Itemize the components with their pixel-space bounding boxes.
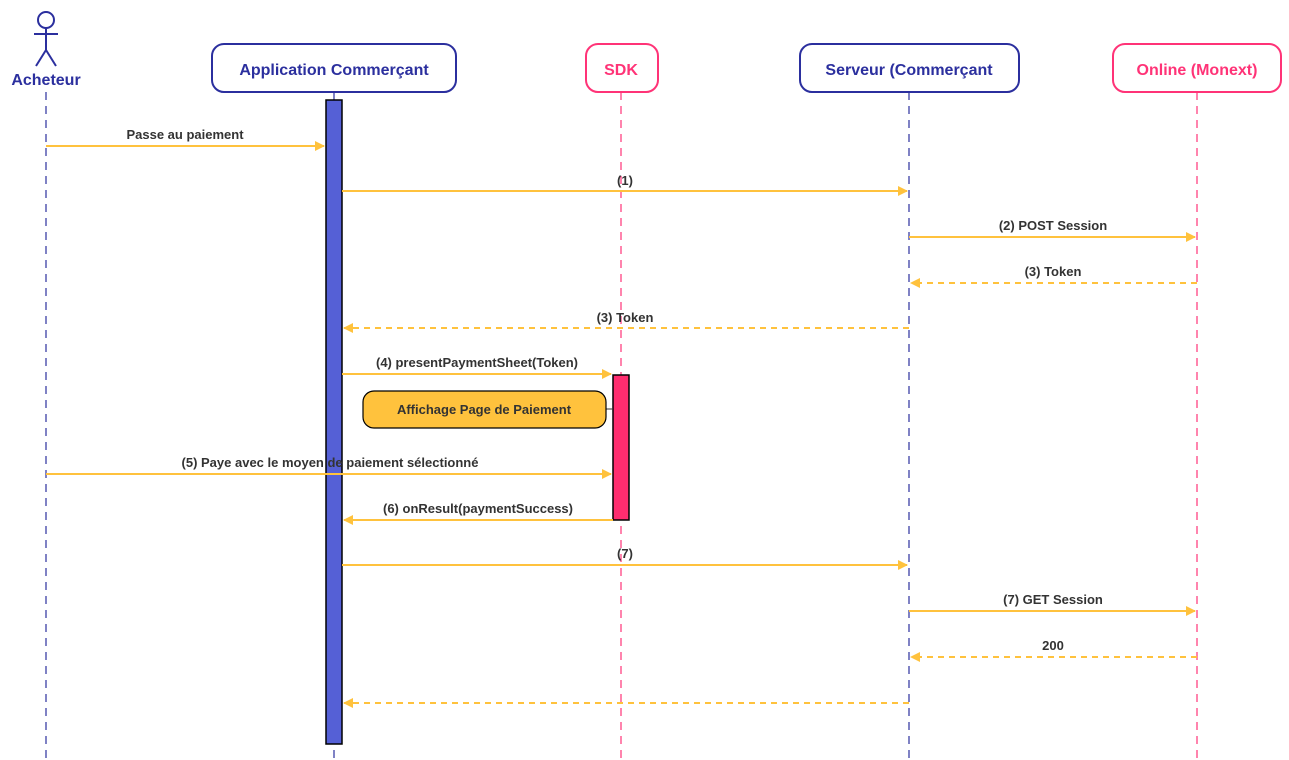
participant-sdk: SDK [585,43,659,93]
message-present-payment-sheet: (4) presentPaymentSheet(Token) [342,355,612,379]
message-label: 200 [1042,638,1064,653]
message-label: Passe au paiement [126,127,244,142]
message-label: (6) onResult(paymentSuccess) [383,501,573,516]
actor-label: Acheteur [11,72,80,89]
participant-server-label: Serveur (Commerçant [825,62,993,79]
participant-app: Application Commerçant [211,43,457,93]
message-label: (3) Token [1025,264,1082,279]
actor-acheteur: Acheteur [11,11,81,89]
participant-sdk-label: SDK [604,62,638,79]
message-label: (1) [617,173,633,188]
message-post-session: (2) POST Session [909,218,1196,242]
message-200: 200 [910,638,1197,662]
message-token-to-app: (3) Token [343,310,909,333]
message-7: (7) [342,546,908,570]
message-label: (5) Paye avec le moyen de paiement sélec… [182,455,479,470]
message-label: (7) GET Session [1003,592,1103,607]
activation-sdk [612,374,630,521]
message-get-session: (7) GET Session [909,592,1196,616]
messages: Passe au paiement (1) (2) POST Session (… [46,127,1197,708]
message-1: (1) [342,173,908,196]
message-label: (2) POST Session [999,218,1107,233]
message-label: (3) Token [597,310,654,325]
note-label: Affichage Page de Paiement [397,402,572,417]
activation-app [325,99,343,745]
stick-figure-icon [34,11,58,67]
participant-server: Serveur (Commerçant [799,43,1020,93]
message-passe-au-paiement: Passe au paiement [46,127,325,151]
message-on-result: (6) onResult(paymentSuccess) [343,501,613,525]
participant-app-label: Application Commerçant [239,62,429,79]
participant-online: Online (Monext) [1112,43,1282,93]
message-label: (7) [617,546,633,561]
message-token-to-server: (3) Token [910,264,1197,288]
message-label: (4) presentPaymentSheet(Token) [376,355,578,370]
participant-online-label: Online (Monext) [1137,62,1258,79]
note-affichage-page: Affichage Page de Paiement [362,390,613,429]
message-paye: (5) Paye avec le moyen de paiement sélec… [46,455,612,479]
